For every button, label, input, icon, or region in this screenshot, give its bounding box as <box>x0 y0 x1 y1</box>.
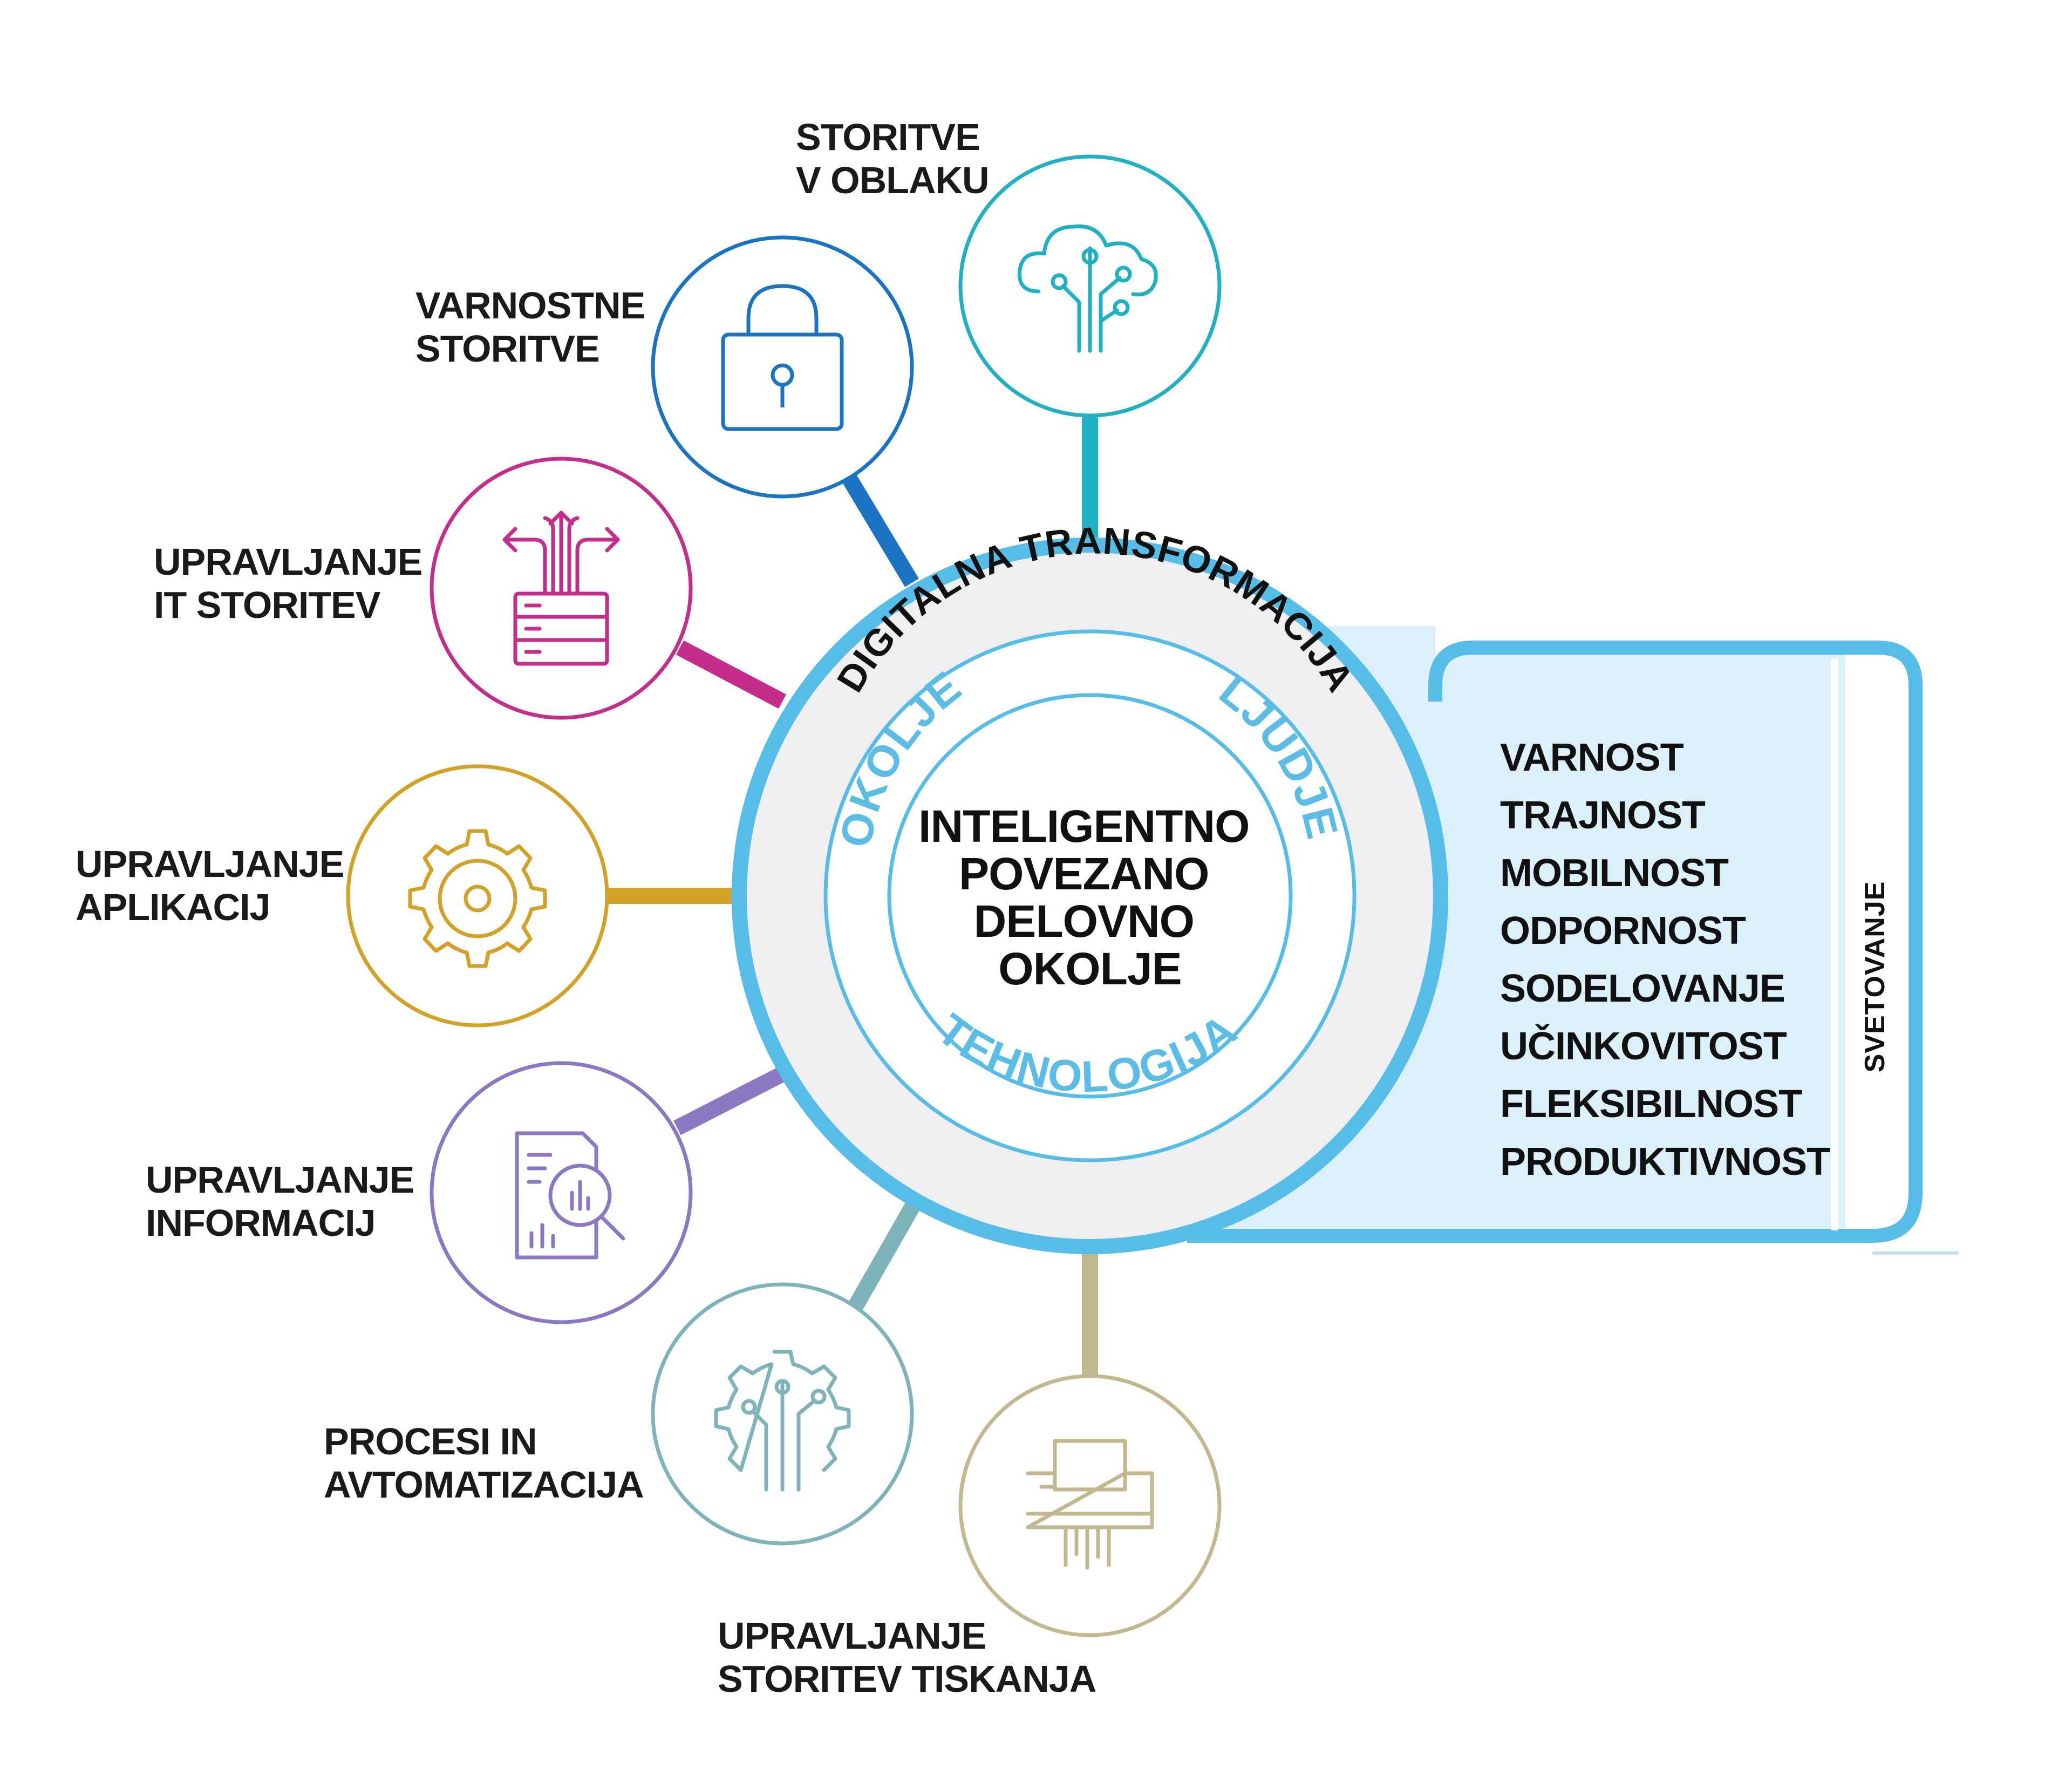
service-circle <box>958 1374 1222 1637</box>
center-line-2: POVEZANO <box>959 848 1209 899</box>
panel-outline <box>1187 641 1923 1243</box>
service-label: UPRAVLJANJE INFORMACIJ <box>146 1159 424 1244</box>
service-label: VARNOSTNE STORITVE <box>415 284 655 370</box>
benefit-item: MOBILNOST <box>1500 852 1729 895</box>
benefit-item: FLEKSIBILNOST <box>1500 1083 1802 1126</box>
service-circle <box>346 764 609 1028</box>
center-line-3: DELOVNO <box>974 896 1194 947</box>
connector-it <box>676 640 786 709</box>
service-label: UPRAVLJANJE APLIKACIJ <box>76 843 354 928</box>
server-arrows-icon <box>502 511 620 666</box>
cloud-tree-icon <box>1017 224 1158 353</box>
service-oblak[interactable]: STORITVE V OBLAKU <box>796 116 1222 418</box>
center-line-4: OKOLJE <box>998 943 1181 994</box>
service-informacij[interactable]: UPRAVLJANJE INFORMACIJ <box>146 1061 693 1324</box>
service-label: UPRAVLJANJE STORITEV TISKANJA <box>718 1615 1096 1700</box>
center-line-1: INTELIGENTNO <box>918 801 1249 852</box>
service-varnost[interactable]: VARNOSTNE STORITVE <box>415 235 914 499</box>
benefit-item: SODELOVANJE <box>1500 967 1785 1010</box>
connectors <box>607 410 1098 1382</box>
benefit-item: TRAJNOST <box>1500 794 1706 837</box>
side-label-svetovanje: SVETOVANJE <box>1859 881 1891 1073</box>
benefit-item: PRODUKTIVNOST <box>1500 1140 1830 1183</box>
connector-procesi <box>845 1194 925 1316</box>
service-label: UPRAVLJANJE IT STORITEV <box>154 541 432 626</box>
gear-icon <box>408 829 547 968</box>
service-label: STORITVE V OBLAKU <box>796 116 990 201</box>
printer-shredder-icon <box>1026 1439 1154 1570</box>
inner-ring <box>887 693 1293 1099</box>
service-it[interactable]: UPRAVLJANJE IT STORITEV <box>154 457 693 720</box>
document-search-icon <box>515 1131 625 1260</box>
connector-informacij <box>673 1066 786 1135</box>
center-title: INTELIGENTNO POVEZANO DELOVNO OKOLJE <box>918 801 1262 994</box>
padlock-icon <box>721 284 844 431</box>
service-procesi[interactable]: PROCESI IN AVTOMATIZACIJA <box>324 1282 914 1546</box>
connector-varnost <box>840 471 919 587</box>
benefits-list: VARNOST TRAJNOST MOBILNOST ODPORNOST SOD… <box>1500 736 1831 1183</box>
benefit-item: VARNOST <box>1500 736 1684 779</box>
service-label: PROCESI IN AVTOMATIZACIJA <box>324 1420 644 1506</box>
gear-circuit-icon <box>714 1350 851 1492</box>
benefit-item: UČINKOVITOST <box>1500 1024 1787 1068</box>
benefit-item: ODPORNOST <box>1500 909 1746 952</box>
service-aplikacij[interactable]: UPRAVLJANJE APLIKACIJ <box>76 764 609 1028</box>
service-tiskanje[interactable]: UPRAVLJANJE STORITEV TISKANJA <box>718 1374 1222 1700</box>
